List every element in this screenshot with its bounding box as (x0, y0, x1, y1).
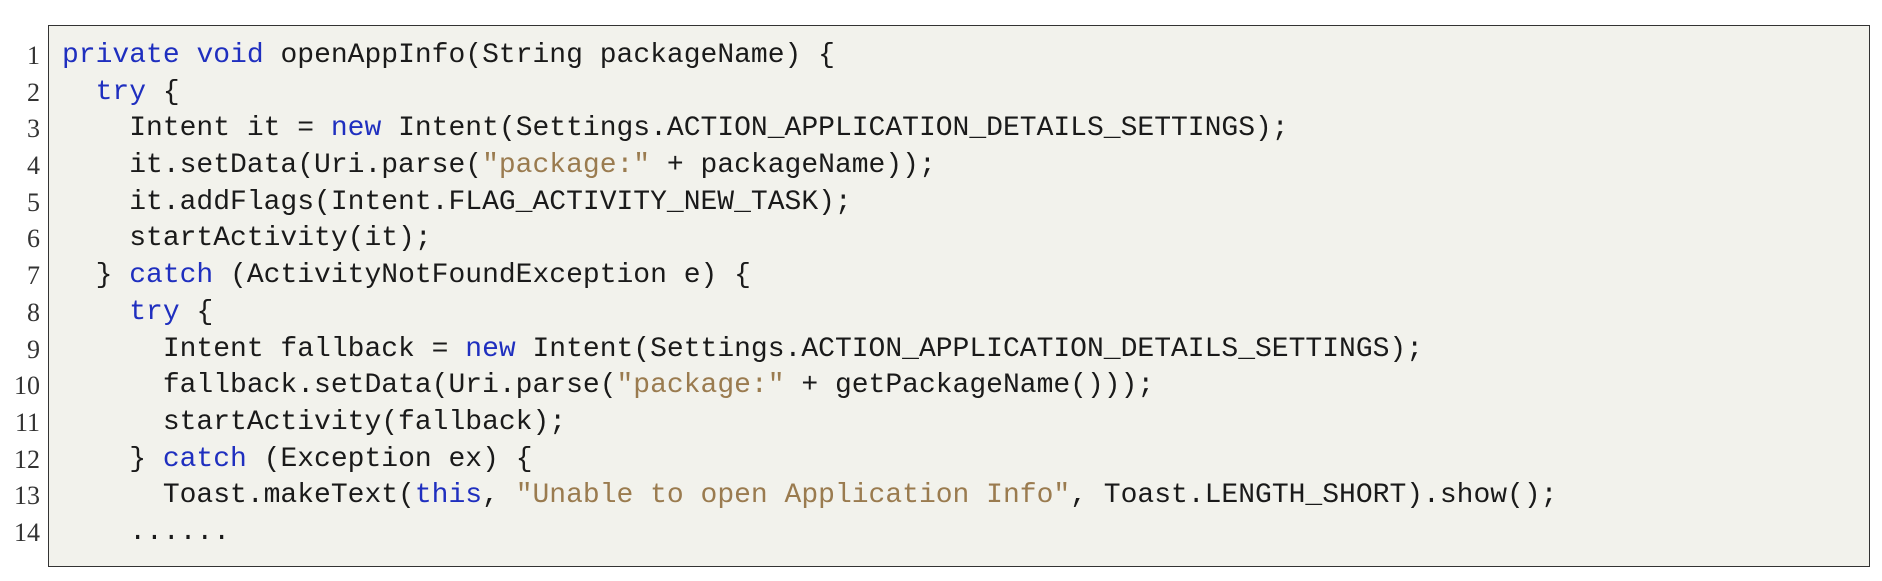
keyword-token: this (414, 480, 483, 512)
code-line: Toast.makeText(this, "Unable to open App… (62, 478, 1558, 515)
code-token (62, 297, 129, 328)
code-token: openAppInfo(String packageName) { (263, 40, 835, 71)
code-listing-frame (48, 25, 1870, 567)
code-token: , (482, 480, 516, 512)
keyword-token: void (196, 40, 264, 71)
code-line: ...... (62, 515, 1557, 552)
keyword-token: new (465, 333, 516, 365)
code-line: } catch (ActivityNotFoundException e) { (62, 258, 1557, 295)
code-token: { (179, 296, 214, 328)
code-token: it.setData(Uri.parse( (62, 150, 483, 182)
code-token (180, 40, 197, 71)
keyword-token: private (62, 40, 180, 71)
line-number: 2 (27, 77, 40, 107)
line-number: 7 (27, 261, 40, 291)
code-token: } (62, 443, 163, 475)
code-token: Intent fallback = (62, 333, 466, 365)
keyword-token: try (95, 76, 147, 108)
code-token: , Toast.LENGTH_SHORT).show(); (1070, 480, 1558, 512)
code-line: try { (62, 295, 1557, 332)
code-line: it.addFlags(Intent.FLAG_ACTIVITY_NEW_TAS… (62, 185, 1557, 222)
code-token: Intent(Settings.ACTION_APPLICATION_DETAI… (381, 113, 1289, 145)
code-token: } (62, 260, 130, 292)
code-token: ...... (62, 516, 231, 548)
code-token: { (146, 76, 180, 108)
code-token (62, 77, 96, 108)
line-number: 1 (27, 41, 40, 70)
line-number: 4 (27, 151, 40, 181)
line-number: 5 (27, 187, 40, 217)
line-number: 6 (27, 224, 40, 254)
line-number: 12 (14, 444, 40, 474)
code-token: startActivity(fallback); (62, 406, 567, 438)
keyword-token: catch (129, 260, 214, 292)
string-literal-token: "package:" (482, 150, 651, 182)
code-line: private void openAppInfo(String packageN… (62, 38, 1557, 75)
line-number: 10 (14, 371, 40, 401)
code-line: } catch (Exception ex) { (62, 442, 1557, 479)
code-token: Intent(Settings.ACTION_APPLICATION_DETAI… (515, 333, 1424, 365)
code-token: (ActivityNotFoundException e) { (213, 260, 751, 292)
line-number: 3 (27, 114, 40, 144)
code-line: it.setData(Uri.parse("package:" + packag… (62, 148, 1557, 185)
code-line: Intent it = new Intent(Settings.ACTION_A… (62, 111, 1557, 148)
line-number: 13 (14, 481, 40, 511)
code-token: it.addFlags(Intent.FLAG_ACTIVITY_NEW_TAS… (62, 186, 852, 218)
code-line: startActivity(fallback); (62, 405, 1557, 442)
code-token: + packageName)); (650, 150, 936, 182)
code-token: + getPackageName())); (784, 370, 1155, 402)
code-line: try { (62, 75, 1557, 112)
keyword-token: catch (162, 443, 247, 475)
code-line: fallback.setData(Uri.parse("package:" + … (62, 368, 1557, 405)
line-number: 14 (14, 517, 40, 547)
string-literal-token: "Unable to open Application Info" (515, 480, 1071, 512)
string-literal-token: "package:" (616, 370, 785, 402)
keyword-token: new (330, 113, 382, 145)
code-token: (Exception ex) { (246, 443, 533, 475)
code-listing: private void openAppInfo(String packageN… (62, 38, 1557, 552)
line-number: 9 (27, 334, 40, 364)
code-token: fallback.setData(Uri.parse( (62, 370, 617, 402)
code-token: startActivity(it); (62, 223, 432, 255)
code-token: Intent it = (62, 113, 331, 145)
line-number: 11 (14, 407, 40, 437)
code-token: Toast.makeText( (62, 480, 415, 512)
code-line: startActivity(it); (62, 221, 1557, 258)
code-line: Intent fallback = new Intent(Settings.AC… (62, 332, 1557, 369)
keyword-token: try (129, 296, 180, 328)
line-number: 8 (27, 297, 40, 327)
